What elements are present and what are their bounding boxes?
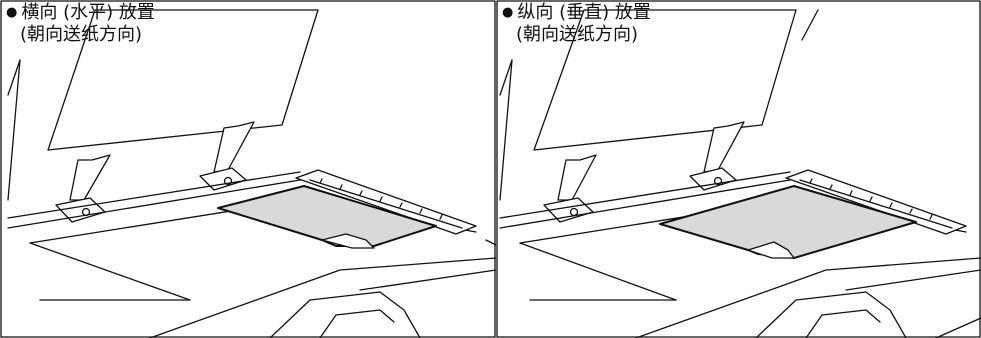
bullet-icon: ●	[502, 5, 514, 20]
paper-landscape	[217, 185, 437, 249]
caption-line2: (朝向送纸方向)	[516, 24, 639, 45]
scanner-illustration-portrait	[496, 0, 981, 338]
caption-line1: 纵向 (垂直) 放置	[517, 2, 651, 23]
caption-line1: 横向 (水平) 放置	[21, 2, 155, 23]
panel-portrait: ●纵向 (垂直) 放置 (朝向送纸方向)	[496, 0, 981, 338]
hinge-right	[199, 121, 255, 191]
panel-landscape: ●横向 (水平) 放置 (朝向送纸方向)	[0, 0, 496, 338]
paper-portrait	[659, 185, 917, 259]
scanner-lid	[533, 9, 797, 151]
scanner-lid	[47, 9, 319, 151]
hinge-left	[543, 154, 597, 223]
bullet-icon: ●	[6, 5, 18, 20]
caption-landscape: ●横向 (水平) 放置 (朝向送纸方向)	[6, 2, 155, 46]
caption-portrait: ●纵向 (垂直) 放置 (朝向送纸方向)	[502, 2, 651, 46]
caption-line2: (朝向送纸方向)	[20, 24, 143, 45]
scanner-illustration-landscape	[0, 0, 496, 338]
panel-border	[0, 0, 496, 338]
panel-border	[496, 0, 981, 338]
